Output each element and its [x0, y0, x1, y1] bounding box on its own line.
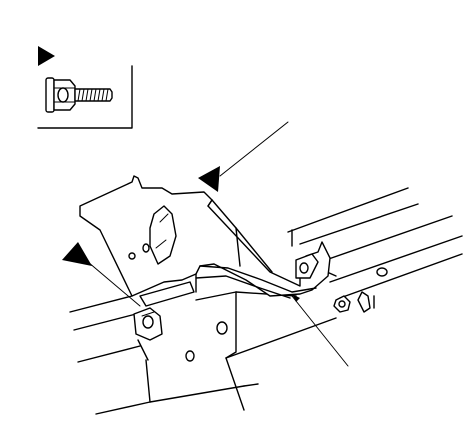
callout-upper	[198, 121, 289, 192]
bracket-lower-bolt	[133, 307, 163, 341]
bracket-upper-bolt	[333, 295, 351, 313]
mounting-bracket	[79, 175, 331, 307]
bracket-hole	[128, 252, 136, 260]
triangle-marker	[198, 166, 220, 192]
crossmember	[69, 291, 337, 415]
callout-lower	[62, 242, 141, 307]
bracket-slot	[149, 205, 177, 265]
triangle-marker	[62, 242, 92, 266]
rail-hole	[376, 267, 388, 277]
legend-triangle-marker	[38, 46, 55, 66]
bracket-hole	[299, 262, 309, 274]
bracket-hole	[142, 243, 150, 253]
rail-tab	[357, 291, 371, 313]
arrowhead	[292, 294, 300, 302]
legend-box-border	[37, 65, 133, 129]
flange-bolt-icon	[45, 77, 113, 113]
frame-rail	[287, 187, 463, 313]
crossmember-hole	[185, 350, 195, 362]
legend-box	[37, 46, 133, 129]
crossmember-hole	[216, 321, 228, 335]
callout-leader-right	[291, 294, 349, 367]
